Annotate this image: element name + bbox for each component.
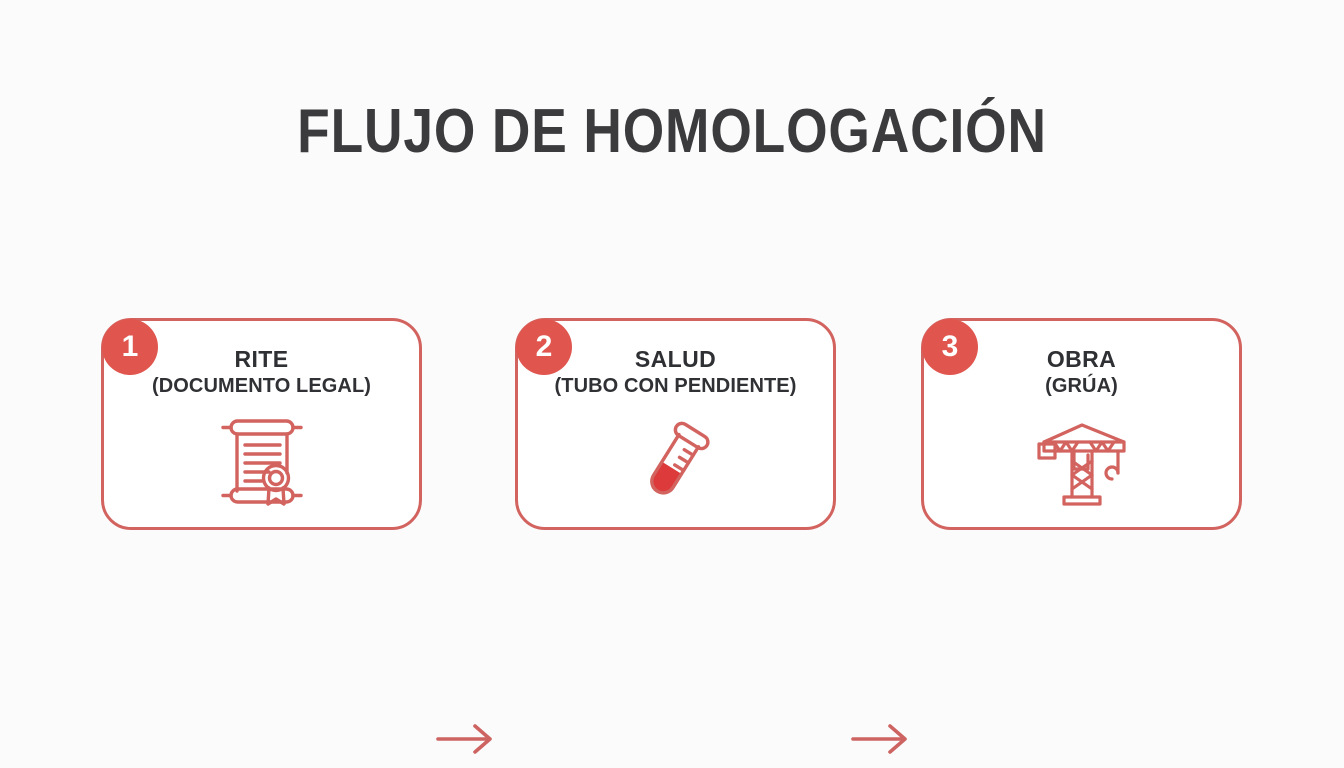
certificate-scroll-icon (104, 409, 419, 513)
test-tube-icon (518, 409, 833, 513)
step-card-3[interactable]: 3 OBRA (GRÚA) (921, 318, 1242, 530)
step-subtitle-3: (GRÚA) (1045, 375, 1118, 397)
step-title-3: OBRA (1046, 346, 1117, 372)
page-title: FLUJO DE HOMOLOGACIÓN (297, 97, 1047, 166)
step-label-group-1: RITE (DOCUMENTO LEGAL) (104, 345, 419, 399)
step-label-group-3: OBRA (GRÚA) (924, 345, 1239, 399)
step-number-badge-2: 2 (516, 319, 572, 375)
tower-crane-icon (924, 409, 1239, 513)
step-number-badge-3: 3 (922, 319, 978, 375)
step-number-badge-1: 1 (102, 319, 158, 375)
arrow-step2-to-step3 (849, 715, 915, 763)
step-title-1: RITE (234, 346, 289, 372)
arrow-step1-to-step2 (434, 715, 500, 763)
step-subtitle-2: (TUBO CON PENDIENTE) (554, 375, 797, 397)
step-title-2: SALUD (634, 346, 717, 372)
step-label-group-2: SALUD (TUBO CON PENDIENTE) (518, 345, 833, 399)
flow-diagram: 1 RITE (DOCUMENTO LEGAL) (0, 315, 1344, 754)
step-card-1[interactable]: 1 RITE (DOCUMENTO LEGAL) (101, 318, 422, 530)
step-subtitle-1: (DOCUMENTO LEGAL) (151, 375, 372, 397)
step-card-2[interactable]: 2 SALUD (TUBO CON PENDIENTE) (515, 318, 836, 530)
